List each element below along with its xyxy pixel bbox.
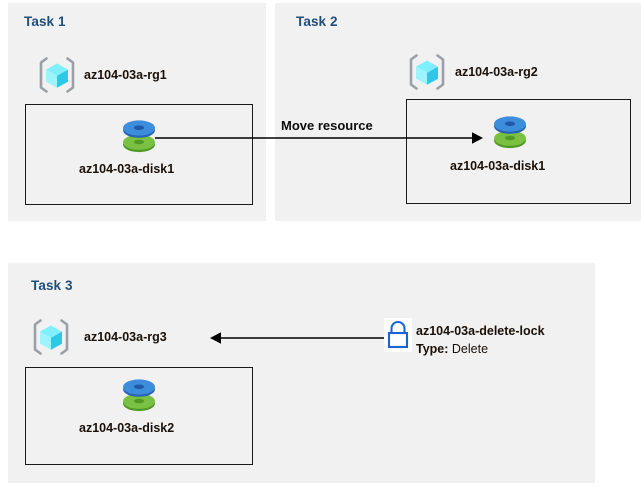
resource-group-label-task1: az104-03a-rg1 [84,68,167,82]
panel-title-task3: Task 3 [31,278,73,293]
lock-label: az104-03a-delete-lock [416,324,545,338]
resource-box-task2 [406,99,631,204]
panel-title-task2: Task 2 [296,14,338,29]
lock-type-value: Delete [451,342,489,356]
resource-group-label-task3: az104-03a-rg3 [84,330,167,344]
connector-label-move-resource: Move resource [281,118,373,133]
resource-label-task2: az104-03a-disk1 [450,159,546,173]
lock-icon [384,318,412,352]
managed-disk-icon [119,376,159,414]
connector-lock-to-rg3 [210,332,386,344]
resource-group-icon [38,56,76,94]
resource-group-icon [408,53,446,91]
lock-type-key: Type: [416,342,449,356]
resource-group-label-task2: az104-03a-rg2 [455,65,538,79]
managed-disk-icon [490,113,530,151]
connector-move-resource [155,132,483,144]
resource-label-task1: az104-03a-disk1 [79,162,175,176]
resource-label-task3: az104-03a-disk2 [79,421,175,435]
resource-group-icon [32,318,70,356]
lock-type-row: Type: Delete [416,342,488,356]
managed-disk-icon [119,117,159,155]
panel-title-task1: Task 1 [24,14,66,29]
